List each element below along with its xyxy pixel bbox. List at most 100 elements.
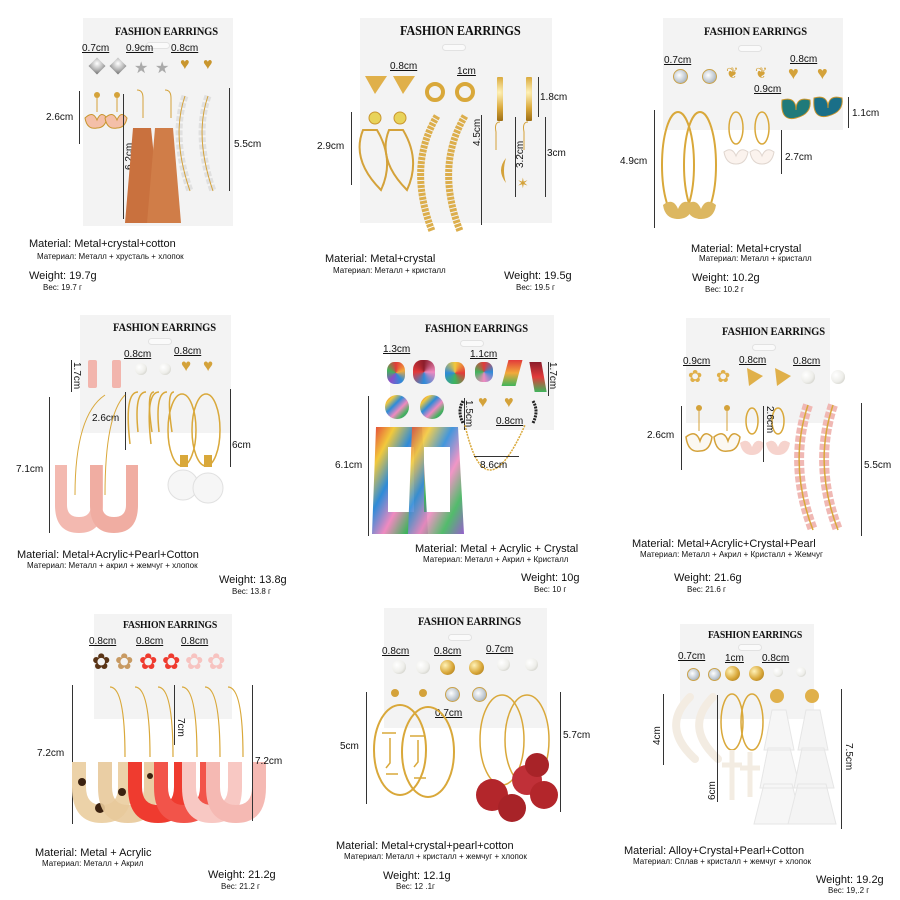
- card-title: FASHION EARRINGS: [400, 24, 521, 39]
- material-text: Material: Metal + Acrylic + Crystal: [415, 543, 579, 555]
- measure-line: [841, 689, 842, 829]
- material-text: Material: Metal+Acrylic+Pearl+Cotton: [17, 549, 199, 561]
- measure-line: [663, 694, 664, 765]
- weight-text: Weight: 21.6g: [674, 572, 742, 584]
- material-text-ru: Материал: Металл + хрусталь + хлопок: [37, 252, 184, 261]
- pearl-stud-earring: [831, 370, 845, 384]
- heart-stud-earring: ♥: [817, 63, 828, 83]
- red-flower-stud-earring: ✿: [162, 649, 181, 674]
- heart-stud-earring: ♥: [181, 356, 192, 375]
- pearl-hoop-earrings: [672, 693, 722, 763]
- measure-line: [515, 117, 516, 197]
- dimension-label: 6.1cm: [335, 460, 363, 471]
- heart-stud-earring: ♥: [203, 356, 214, 375]
- weight-text: Weight: 19.2g: [816, 874, 884, 886]
- multicolor-stud-earring: [445, 362, 465, 384]
- material-text-ru: Материал: Сплав + кристалл + жемчуг + хл…: [633, 857, 812, 866]
- heart-stud-earring: ♥: [203, 56, 213, 73]
- svg-text:✶: ✶: [517, 175, 529, 191]
- textured-gold-stud-earring: [725, 666, 740, 681]
- dimension-label: 0.9cm: [754, 84, 782, 95]
- crystal-stud-earring: [687, 668, 700, 681]
- measure-line: [763, 406, 764, 462]
- measure-line: [654, 110, 655, 228]
- dimension-label: 0.7cm: [664, 55, 692, 66]
- weight-text: Weight: 13.8g: [219, 574, 287, 586]
- bar-stud-earring: [526, 77, 532, 121]
- hang-hole: [752, 344, 776, 351]
- measure-line: [72, 685, 73, 824]
- dimension-label: 0.8cm: [136, 636, 164, 647]
- pink-flower-stud-earring: ✿: [207, 649, 226, 674]
- material-text-ru: Материал: Металл + Акрил + Кристалл + Же…: [640, 550, 823, 559]
- measure-line: [781, 130, 782, 174]
- dimension-label: 0.8cm: [89, 636, 117, 647]
- butterfly-hoop-earrings: [661, 111, 717, 219]
- weight-text-ru: Вес: 21.6 г: [687, 585, 726, 594]
- dimension-label: 4.5cm: [472, 118, 483, 146]
- red-flower-stud-earring: ✿: [139, 649, 158, 674]
- dimension-label: 2.6cm: [92, 413, 120, 424]
- acrylic-u-hoop-earrings: [72, 686, 266, 823]
- dimension-label: 0.8cm: [390, 61, 418, 72]
- crystal-stud-earring: [472, 687, 487, 702]
- card-title: FASHION EARRINGS: [722, 324, 825, 338]
- dimension-label: 7cm: [175, 718, 186, 737]
- dimension-label: 0.8cm: [790, 54, 818, 65]
- red-flower-hoop-earrings: [476, 694, 558, 822]
- dimension-label: 0.7cm: [678, 651, 706, 662]
- dimension-label: 2.6cm: [764, 406, 775, 434]
- pearl-stud-earring: [525, 658, 538, 671]
- tortoise-flower-stud-earring: ✿: [92, 649, 111, 674]
- material-text: Material: Alloy+Crystal+Pearl+Cotton: [624, 845, 805, 857]
- card-title: FASHION EARRINGS: [115, 24, 218, 38]
- dimension-label: 8.6cm: [480, 460, 508, 471]
- gold-ball-stud-earring: [469, 660, 484, 675]
- flower-stud-earring: ✿: [688, 367, 703, 386]
- bar-stud-earring: [497, 77, 503, 121]
- material-text: Material: Metal+crystal: [325, 253, 436, 265]
- multicolor-rectangle-drop-earrings: [372, 395, 464, 534]
- pearl-stud-earring: [773, 667, 783, 677]
- card-title: FASHION EARRINGS: [704, 24, 807, 38]
- card-title: FASHION EARRINGS: [113, 320, 216, 334]
- pearl-cross-hoop-earrings: [720, 693, 764, 800]
- dimension-label: 0.8cm: [496, 416, 524, 427]
- heart-stud-earring: ♥: [180, 56, 190, 73]
- material-text-ru: Материал: Металл + кристалл: [699, 254, 812, 263]
- material-text: Material: Metal + Acrylic: [35, 847, 152, 859]
- material-text: Material: Metal+crystal+pearl+cotton: [336, 840, 514, 852]
- product-panel-set-9: FASHION EARRINGS 0.7cm 1cm 0.8cm 4cm 6cm…: [600, 600, 900, 900]
- star-stud-earring: ★: [134, 60, 149, 77]
- chain-cuff-earrings: [458, 400, 538, 471]
- pink-crystal-hoop-earrings: [794, 403, 843, 532]
- pink-stone-stud-earring: [88, 360, 97, 388]
- weight-text-ru: Вес: 19.7 г: [43, 283, 82, 292]
- dimension-label: 5.7cm: [563, 730, 591, 741]
- moon-star-drop-earrings: ✶: [495, 121, 529, 191]
- measure-line: [71, 360, 72, 392]
- weight-text-ru: Вес: 19,.2 г: [828, 886, 870, 895]
- weight-text: Weight: 10.2g: [692, 272, 760, 284]
- measure-line: [125, 392, 126, 450]
- dimension-label: 6cm: [232, 440, 251, 451]
- hang-hole: [442, 44, 466, 51]
- dimension-label: 0.8cm: [793, 356, 821, 367]
- leaf-earrings: [358, 111, 415, 192]
- multicolor-stud-earring: [413, 360, 435, 384]
- pink-flower-stud-earring: ✿: [185, 649, 204, 674]
- measure-line: [49, 397, 50, 533]
- heart-stud-earring: ♥: [788, 63, 799, 83]
- circle-stud-earring: [455, 82, 475, 102]
- white-flower-hoop-earrings: [167, 393, 224, 504]
- crystal-flower-hoop-earrings: [175, 94, 217, 193]
- product-panel-set-1: FASHION EARRINGS 0.7cm 0.9cm 0.8cm ★ ★ ♥…: [0, 0, 300, 300]
- measure-line: [545, 117, 546, 197]
- textured-gold-stud-earring: [749, 666, 764, 681]
- dimension-label: 0.7cm: [82, 43, 110, 54]
- measure-line: [230, 389, 231, 467]
- hang-hole: [738, 644, 762, 651]
- white-tassel-earrings: [753, 689, 837, 825]
- hang-hole: [448, 634, 472, 641]
- measure-line: [79, 91, 80, 144]
